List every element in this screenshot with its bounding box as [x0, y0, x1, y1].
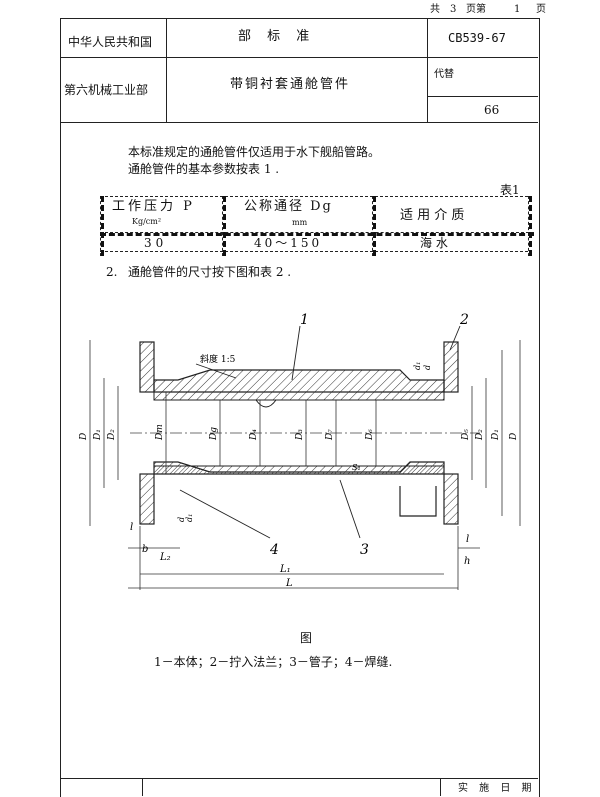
length-lines — [128, 526, 480, 590]
center-dim-label-1: D₄ — [249, 429, 259, 441]
leader-lines — [179, 325, 461, 539]
weld-bead — [255, 399, 277, 408]
header-divider — [427, 96, 538, 97]
standard-code: CB539-67 — [448, 31, 506, 45]
right-dim-label-0: D₅ — [461, 429, 471, 441]
page-frame — [60, 18, 540, 797]
table-header-medium: 适 用 介 质 — [400, 208, 465, 223]
table-header-pressure: 工作压力 P — [112, 199, 195, 214]
length-labels: l b L₂ L₁ L l h — [130, 522, 470, 589]
table-cell-diameter: 40～150 — [254, 236, 323, 250]
header-divider — [427, 18, 428, 122]
right-dim-label-2: D₁ — [491, 429, 501, 441]
left-dim-label-2: D₂ — [107, 429, 117, 441]
page-total: 3 — [450, 4, 457, 15]
center-dim-label-2: D₃ — [295, 429, 305, 441]
left-dim-label-3: Dm — [155, 424, 165, 441]
callout-3: 3 — [360, 542, 369, 558]
standard-type: 部 标 准 — [238, 29, 316, 44]
org-ministry: 第六机械工业部 — [64, 83, 149, 97]
center-dim-label-4: D₆ — [365, 429, 375, 441]
callout-4: 4 — [269, 542, 279, 558]
diameter-lines — [89, 340, 521, 526]
footer-divider — [440, 778, 441, 796]
table-border — [528, 196, 532, 256]
table-cell-pressure: 30 — [144, 236, 168, 250]
params-paragraph: 通舱管件的基本参数按表 1 . — [128, 162, 280, 176]
page-no-label: 页第 — [466, 4, 486, 15]
figure-title: 图 — [300, 631, 313, 645]
page-number: 1 — [514, 4, 521, 15]
right-dim-label-3: D — [509, 433, 519, 441]
org-name: 中华人民共和国 — [68, 35, 153, 49]
table-border — [100, 196, 104, 256]
bulkhead-boss — [399, 486, 437, 517]
scope-paragraph: 本标准规定的通舱管件仅适用于水下舰船管路。 — [128, 145, 381, 159]
table-header-diameter: 公称通径 Dg — [244, 199, 333, 214]
callout-2: 2 — [459, 312, 469, 328]
bushing-bottom — [153, 465, 445, 475]
pipe-fitting-drawing: 1 2 3 4 斜度 1:5 D D₁ D₂ Dm Dg D₄ D₃ D₇ D₆… — [79, 312, 521, 590]
header-divider — [60, 57, 167, 58]
para-2-number: 2. — [106, 265, 118, 279]
right-flange-top — [443, 341, 459, 393]
bushing-top — [153, 391, 445, 401]
header-divider — [166, 57, 538, 58]
length-dim-label-1: b — [142, 544, 148, 555]
header-divider — [166, 18, 167, 122]
center-dim-label-3: D₇ — [325, 429, 335, 441]
small-dim-label-2: S₁ — [352, 463, 361, 472]
sheet-number: 66 — [484, 103, 500, 117]
table-1-label: 表1 — [500, 183, 520, 197]
left-dim-label-0: D — [79, 433, 89, 441]
header-divider — [60, 122, 538, 123]
body-wall-top — [153, 369, 445, 393]
left-dim-label-1: D₁ — [93, 429, 103, 441]
length-dim-label-0: l — [130, 522, 133, 533]
table-border — [222, 196, 226, 256]
table-unit-pressure: Kg/cm² — [132, 217, 162, 226]
diameter-labels: D D₁ D₂ Dm Dg D₄ D₃ D₇ D₆ D₅ D₂ D₁ D — [79, 424, 519, 441]
small-dim-label-3: d — [177, 517, 186, 522]
length-dim-label-5: l — [466, 534, 469, 545]
small-dim-label-0: d₁ — [413, 362, 422, 370]
footer-divider — [142, 778, 143, 796]
table-1 — [100, 196, 528, 252]
length-dim-label-3: L₁ — [279, 564, 291, 575]
footer-rule — [60, 778, 538, 779]
page-total-label: 共 — [430, 4, 440, 15]
replace-label: 代替 — [434, 69, 454, 80]
left-flange-top — [139, 341, 155, 393]
small-dim-label-4: d₁ — [185, 514, 194, 522]
table-border — [100, 232, 534, 236]
taper-label: 斜度 1:5 — [200, 353, 236, 365]
small-dim-label-1: d — [423, 365, 432, 370]
table-border — [372, 196, 376, 256]
length-dim-label-2: L₂ — [159, 552, 171, 563]
figure-legend: 1－本体；2－拧入法兰；3－管子；4－焊缝. — [154, 655, 393, 669]
right-dim-label-1: D₂ — [475, 429, 485, 441]
length-dim-label-6: h — [464, 556, 470, 567]
table-cell-medium: 海 水 — [420, 236, 448, 250]
callout-1: 1 — [300, 312, 309, 328]
center-dim-label-0: Dg — [209, 427, 219, 441]
small-dimension-labels: d₁ d S₁ d d₁ — [177, 362, 432, 522]
length-dim-label-4: L — [285, 578, 293, 589]
page-unit: 页 — [536, 4, 546, 15]
left-flange-bottom — [139, 473, 155, 525]
table-unit-diameter: mm — [292, 218, 308, 227]
right-flange-bottom — [443, 473, 459, 525]
document-title: 带铜衬套通舱管件 — [230, 77, 351, 92]
effective-date-label: 实 施 日 期 — [458, 783, 536, 794]
dimensions-paragraph: 通舱管件的尺寸按下图和表 2 . — [128, 265, 292, 279]
